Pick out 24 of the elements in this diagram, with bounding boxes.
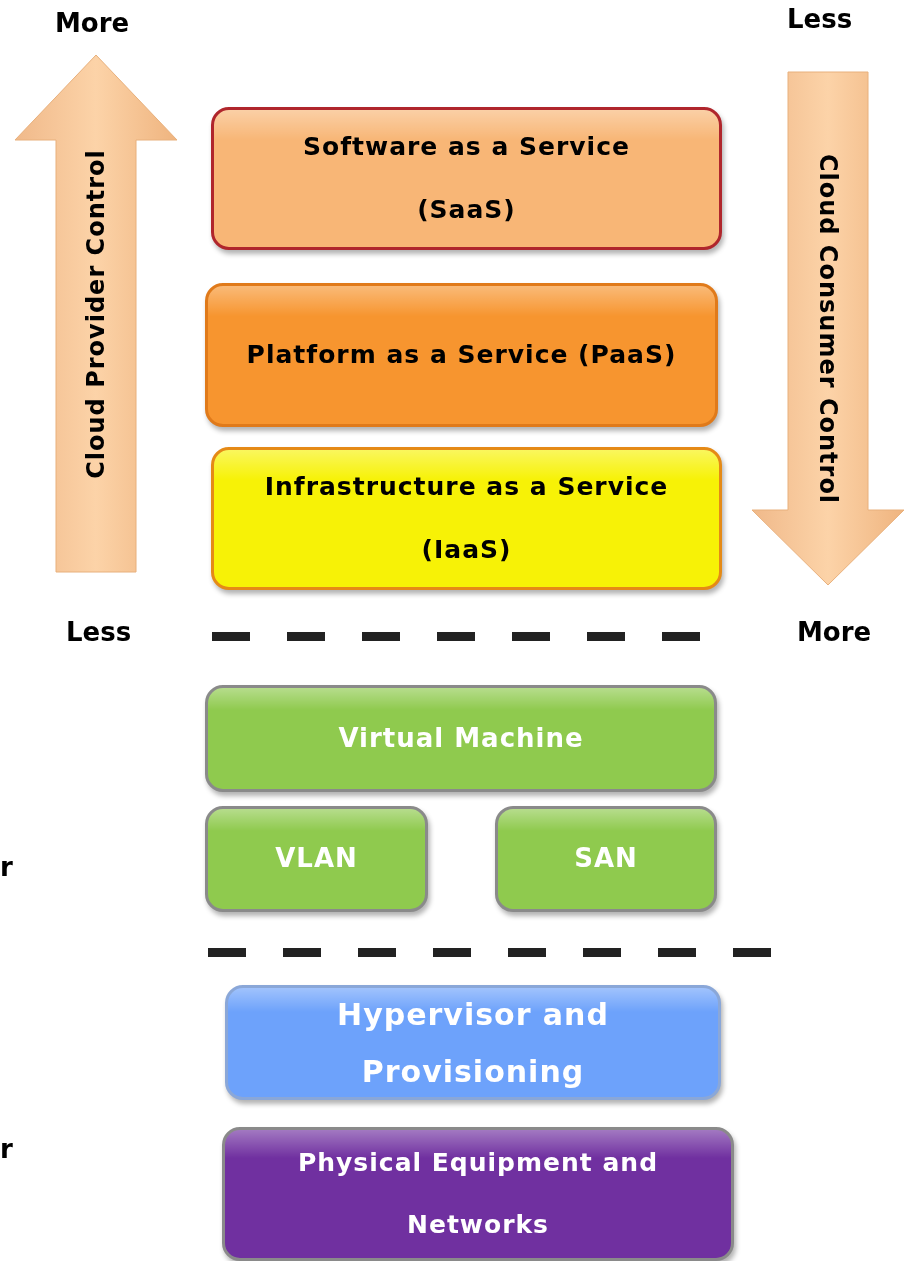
layer-label: Infrastructure as a Service (IaaS)	[263, 471, 670, 566]
layer-box	[211, 447, 722, 590]
layer-box	[222, 1127, 734, 1261]
layer-label: Platform as a Service (PaaS)	[246, 338, 677, 371]
layer-box	[205, 806, 428, 912]
layer-label: Hypervisor and Provisioning	[336, 995, 610, 1091]
layer-box	[495, 806, 717, 912]
layer-box	[205, 283, 718, 427]
scale-label: Less	[787, 4, 853, 34]
scale-label: r	[0, 852, 13, 882]
scale-label: More	[797, 617, 872, 647]
layer-label: Software as a Service (SaaS)	[302, 131, 631, 226]
layer-box	[211, 107, 722, 250]
layer-box	[205, 685, 717, 792]
layer-label: VLAN	[275, 842, 358, 876]
layer-label: Virtual Machine	[338, 721, 584, 755]
arrow-label: Cloud Provider Control	[82, 148, 110, 479]
arrow-label: Cloud Consumer Control	[814, 153, 842, 504]
scale-label: r	[0, 1134, 13, 1164]
layer-label: SAN	[574, 842, 638, 876]
layer-label: Physical Equipment and Networks	[296, 1146, 660, 1241]
layer-box	[225, 985, 721, 1100]
scale-label: More	[55, 8, 130, 38]
scale-label: Less	[66, 617, 132, 647]
